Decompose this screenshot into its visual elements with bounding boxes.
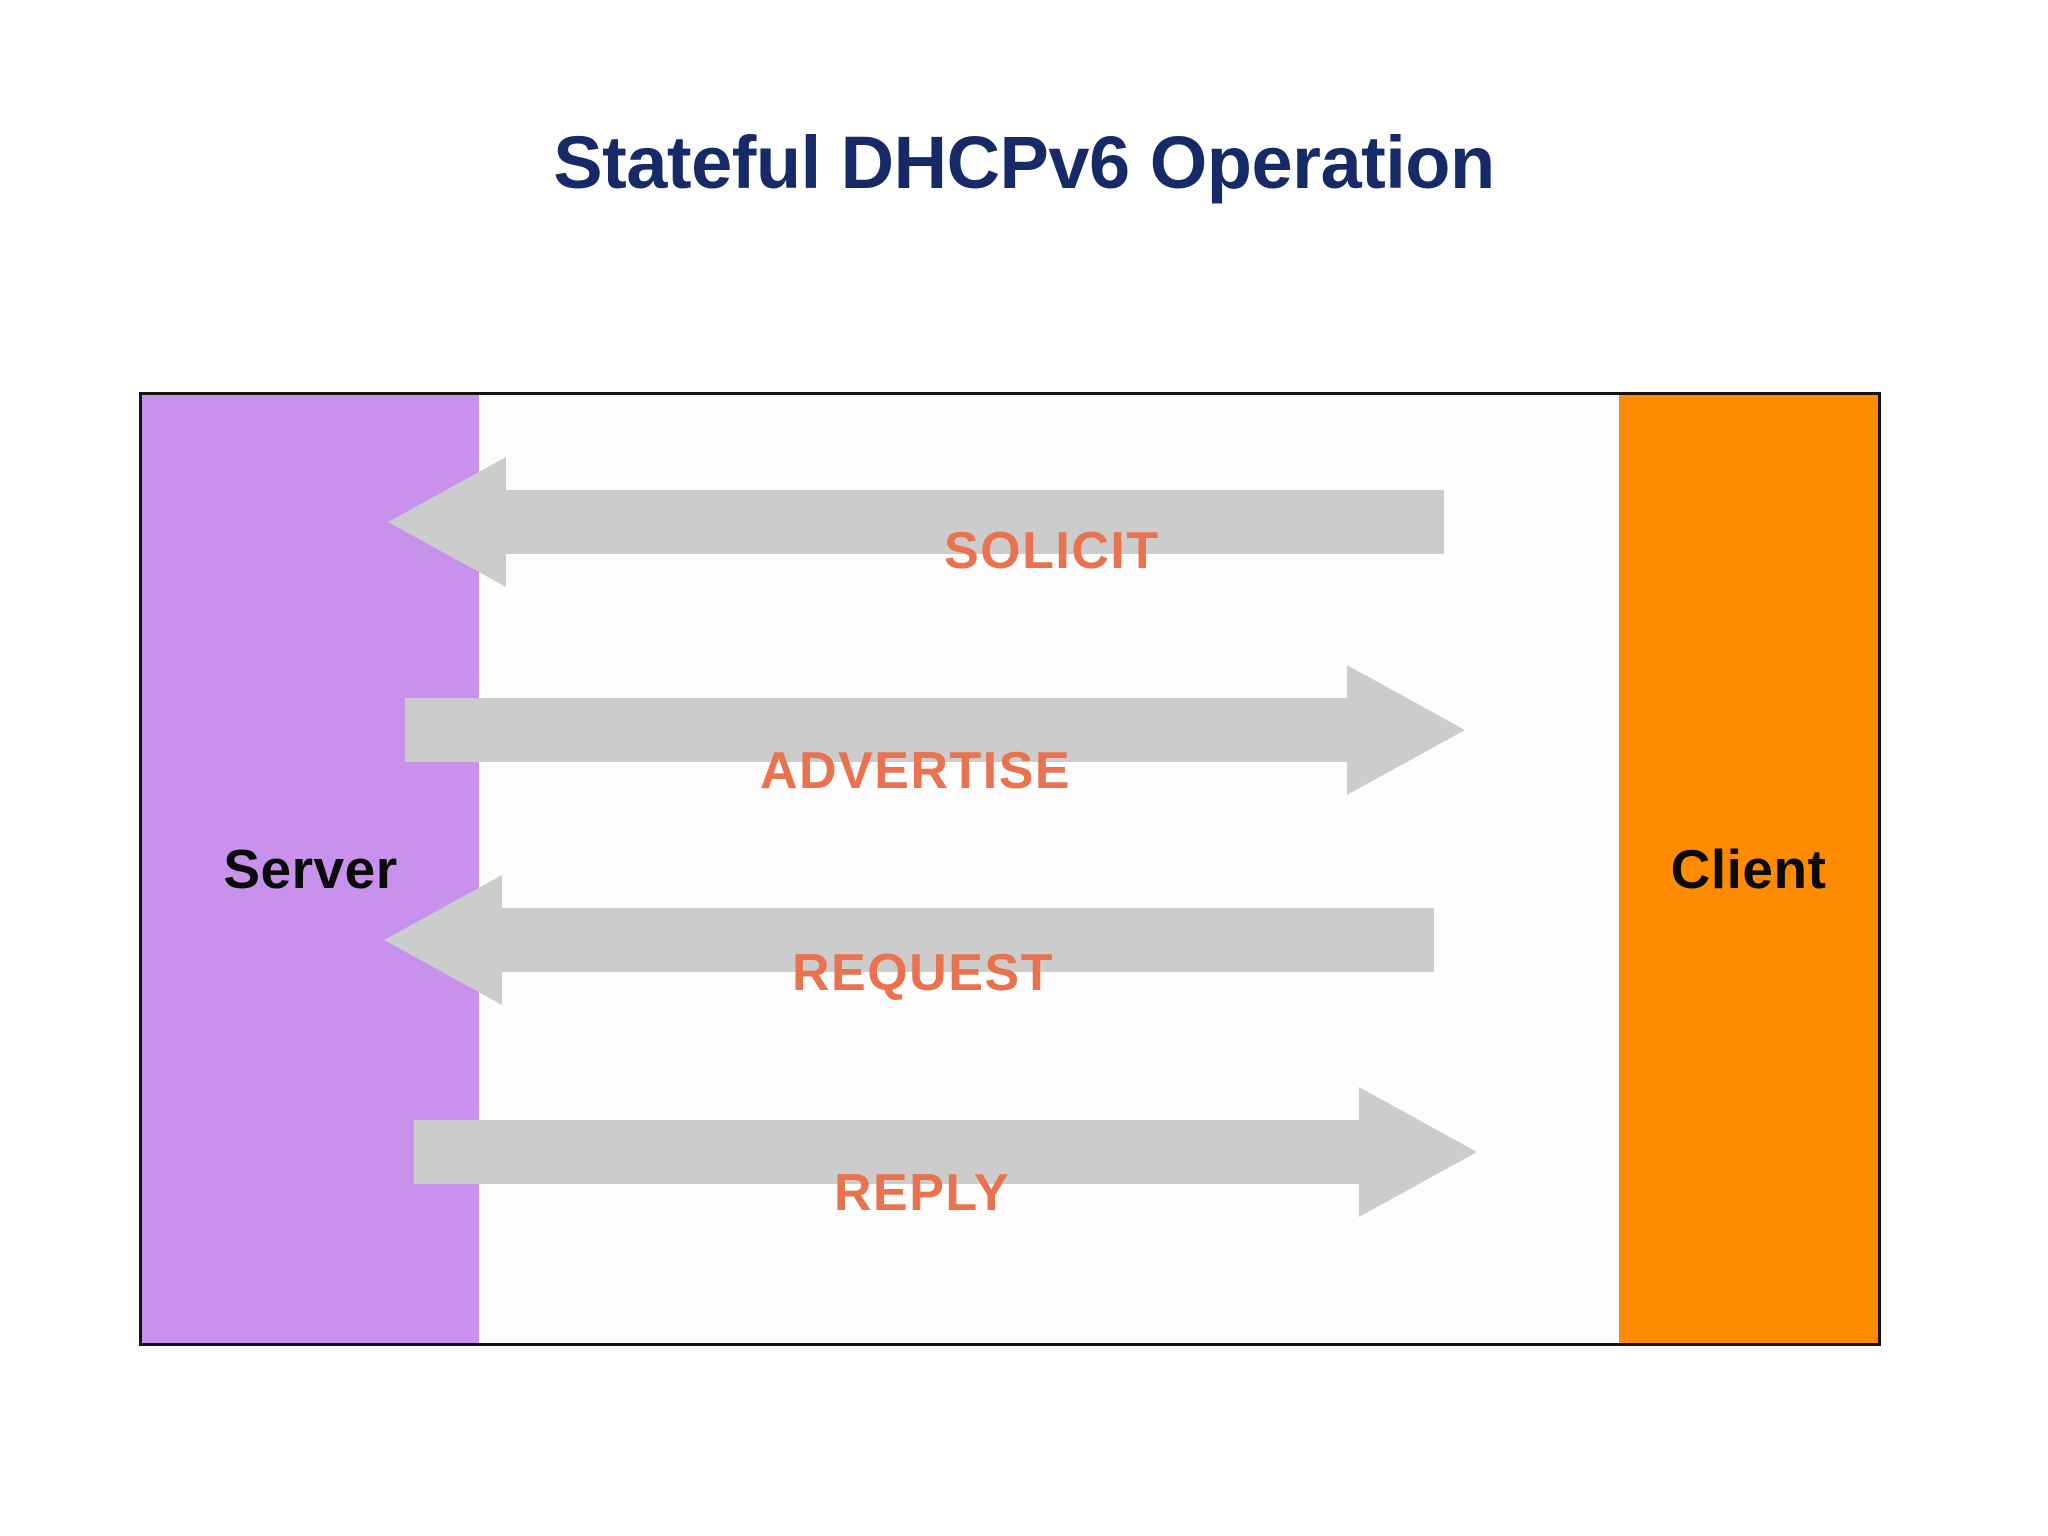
message-label-reply: REPLY xyxy=(834,1164,1011,1222)
client-endpoint-column: Client xyxy=(1619,395,1878,1343)
arrow-right-icon xyxy=(405,665,1465,795)
message-label-advertise: ADVERTISE xyxy=(760,742,1072,800)
message-label-solicit: SOLICIT xyxy=(944,522,1160,580)
server-label: Server xyxy=(223,838,398,900)
server-endpoint-column: Server xyxy=(142,395,479,1343)
arrow-left-icon xyxy=(384,875,1434,1005)
page-title: Stateful DHCPv6 Operation xyxy=(553,121,1495,204)
message-row-reply: REPLY xyxy=(414,1067,1477,1237)
message-row-solicit: SOLICIT xyxy=(388,437,1444,607)
arrow-left-icon xyxy=(388,457,1444,587)
message-label-request: REQUEST xyxy=(792,944,1054,1002)
arrow-right-icon xyxy=(414,1087,1477,1217)
message-row-request: REQUEST xyxy=(384,855,1434,1025)
client-label: Client xyxy=(1670,838,1827,900)
dhcpv6-sequence-diagram: Server Client SOLICIT ADVERTISE REQUEST … xyxy=(139,392,1881,1346)
message-row-advertise: ADVERTISE xyxy=(405,645,1465,815)
